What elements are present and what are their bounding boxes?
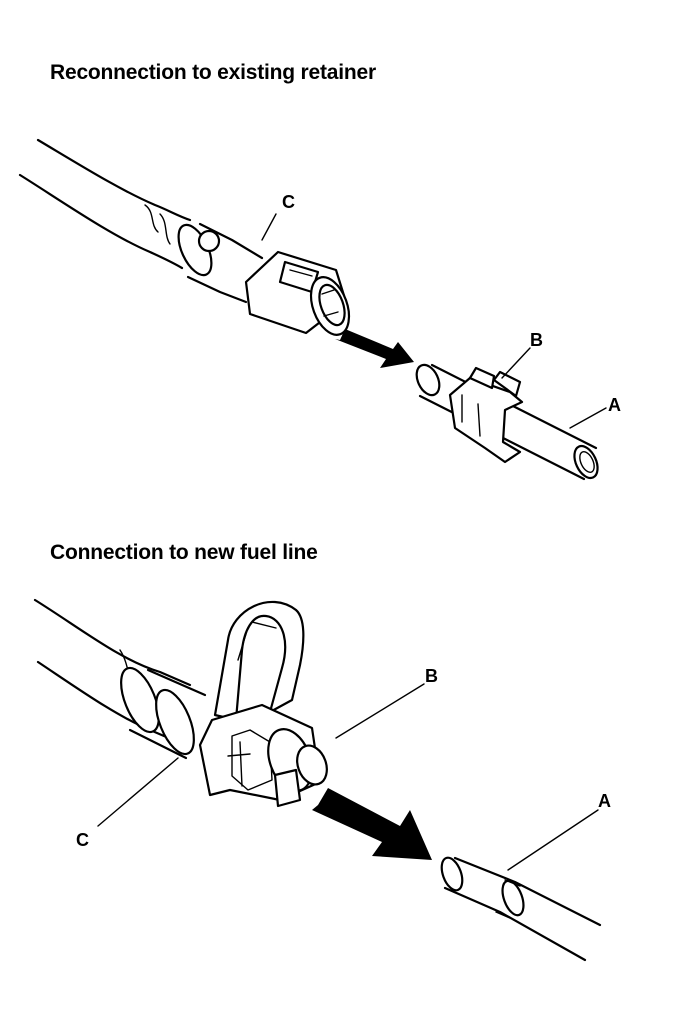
bottom-fuel-pipe xyxy=(440,856,602,962)
bottom-leader-c xyxy=(97,757,179,827)
top-leader-a xyxy=(569,407,607,429)
bottom-section-heading: Connection to new fuel line xyxy=(50,541,318,564)
top-callout-a: A xyxy=(608,395,621,415)
top-fuel-hose xyxy=(18,138,264,304)
top-leader-b xyxy=(501,347,531,379)
top-direction-arrow xyxy=(335,329,414,368)
top-callout-c: C xyxy=(282,192,295,212)
bottom-quick-connector xyxy=(198,600,328,808)
bottom-callout-c: C xyxy=(76,830,89,850)
bottom-callout-b: B xyxy=(425,666,438,686)
bottom-fuel-hose xyxy=(33,598,207,760)
bottom-direction-arrow xyxy=(312,788,432,860)
top-leader-c xyxy=(261,213,277,241)
bottom-figure: B A C xyxy=(33,598,611,962)
bottom-callout-a: A xyxy=(598,791,611,811)
top-callout-b: B xyxy=(530,330,543,350)
top-quick-connector xyxy=(244,250,351,336)
bottom-leader-b xyxy=(335,683,425,739)
bottom-leader-a xyxy=(507,809,599,871)
top-retainer xyxy=(448,366,524,464)
top-figure: C B A xyxy=(18,138,621,481)
top-section-heading: Reconnection to existing retainer xyxy=(50,61,376,84)
